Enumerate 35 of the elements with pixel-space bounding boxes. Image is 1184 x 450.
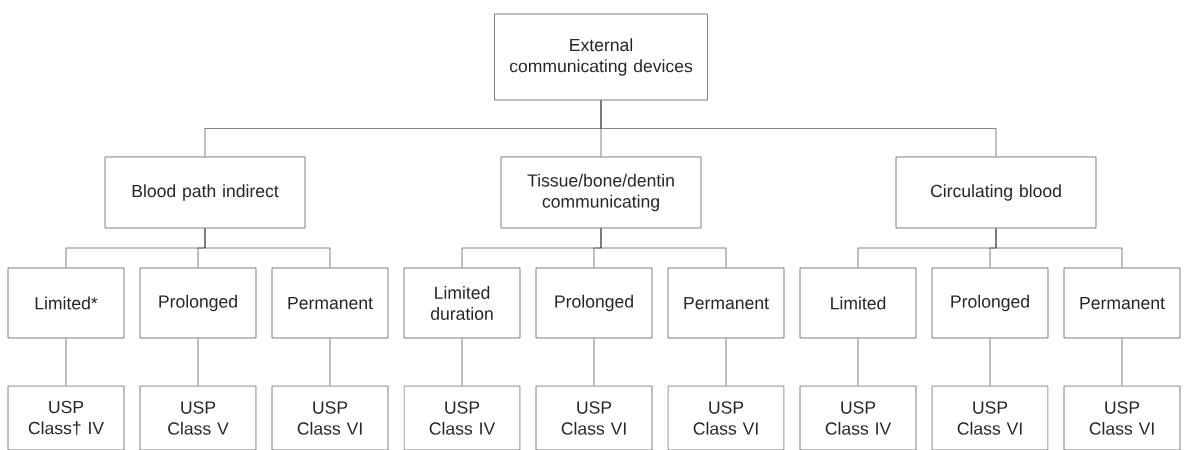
class-box: USP Class V: [139, 385, 257, 450]
class-box: USP Class IV: [799, 385, 917, 450]
class-box: USP Class VI: [1063, 385, 1181, 450]
connector-line: [995, 228, 1123, 268]
class-box: USP Class VI: [535, 385, 653, 450]
duration-box: Limited*: [7, 267, 125, 339]
duration-box: Limited duration: [403, 267, 521, 339]
class-box: USP Class VI: [271, 385, 389, 450]
duration-box: Prolonged: [139, 267, 257, 339]
connector-line: [1121, 338, 1123, 386]
duration-box: Permanent: [667, 267, 785, 339]
connector-line: [197, 338, 199, 386]
connector-line: [461, 338, 463, 386]
category-box: Blood path indirect: [104, 156, 306, 229]
class-box: USP Class IV: [403, 385, 521, 450]
connector-line: [857, 338, 859, 386]
duration-box: Prolonged: [931, 267, 1049, 339]
class-box: USP Class VI: [931, 385, 1049, 450]
duration-box: Permanent: [1063, 267, 1181, 339]
connector-line: [329, 338, 331, 386]
duration-box: Prolonged: [535, 267, 653, 339]
category-box: Circulating blood: [895, 156, 1097, 229]
connector-line: [204, 228, 331, 268]
duration-box: Limited: [799, 267, 917, 339]
connector-line: [65, 338, 67, 386]
connector-line: [989, 338, 991, 386]
duration-box: Permanent: [271, 267, 389, 339]
class-box: USP Class† IV: [7, 385, 125, 450]
connector-line: [600, 100, 997, 157]
connector-line: [600, 228, 727, 268]
category-box: Tissue/bone/dentin communicating: [500, 156, 702, 229]
class-box: USP Class VI: [667, 385, 785, 450]
connector-line: [593, 338, 595, 386]
root-box: External communicating devices: [494, 13, 708, 101]
connector-line: [725, 338, 727, 386]
